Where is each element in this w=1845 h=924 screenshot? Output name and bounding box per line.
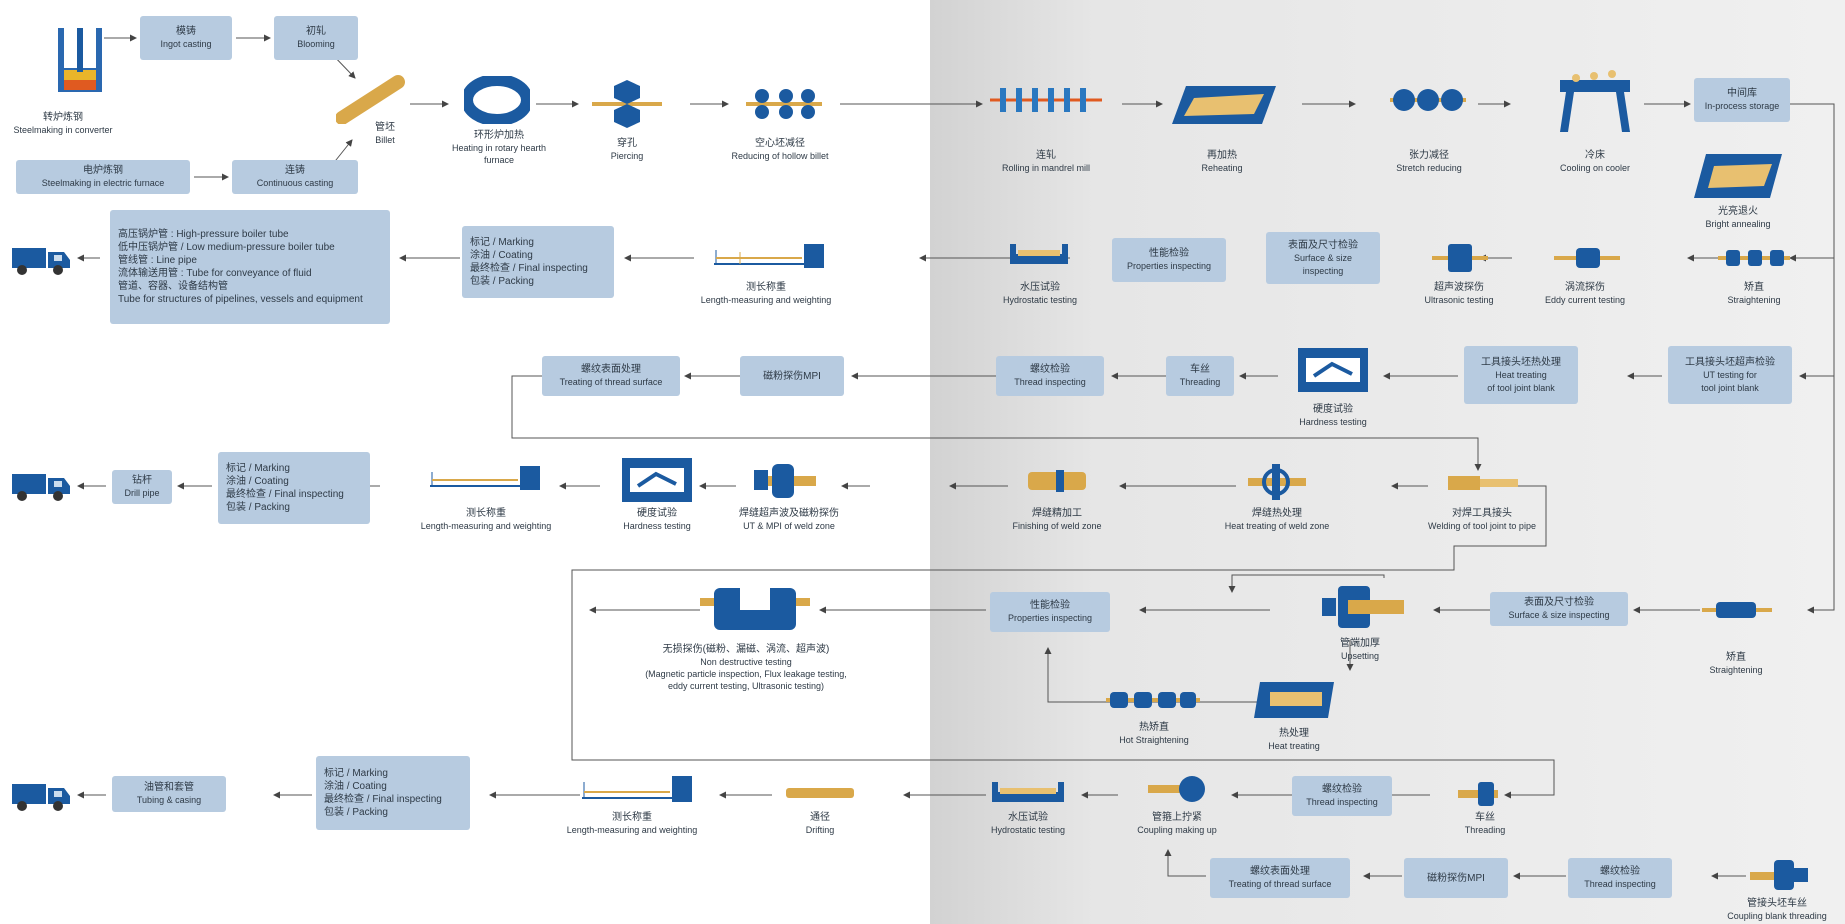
coupling-makeup-icon [1146,774,1208,804]
weld-finishing-icon [1026,468,1088,494]
heat-treat-icon [1254,680,1336,720]
rotary-furnace-icon [461,74,533,126]
mandrel-mill-icon [990,82,1102,118]
hydrostatic-icon [1008,242,1070,268]
box-mpi1: 磁粉探伤MPI [740,356,844,396]
eddy-current-icon [1554,244,1620,272]
truck2-icon [12,468,72,502]
hot-straightening-icon [1106,688,1200,712]
hardness-tester2-icon [620,456,694,504]
stretch-reducing-icon [1390,82,1466,118]
reheating-furnace-icon [1170,84,1278,126]
bright-annealing-icon [1692,152,1784,200]
piercing-icon [592,78,662,128]
length-weighing2-icon [428,464,542,492]
box-mpi2: 磁粉探伤MPI [1404,858,1508,898]
reducing-rolls-icon [746,84,822,124]
straightening-icon [1718,246,1790,270]
coupling-blank-icon [1748,858,1812,892]
threading2-icon [1456,780,1510,808]
straightening2-icon [1702,600,1772,620]
weld-heat-treat-icon [1246,460,1308,500]
truck-icon [12,242,72,276]
shaded-background-panel [930,0,1845,924]
length-weighing3-icon [580,774,694,804]
ut-mpi-weld-icon [752,460,818,500]
tool-joint-weld-icon [1446,470,1520,496]
billet-icon [335,74,406,125]
cooling-bed-icon [1556,66,1634,136]
converter-ladle-icon [50,28,110,108]
truck3-icon [12,778,72,812]
hardness-tester-icon [1296,346,1370,394]
ultrasonic-icon [1432,242,1488,274]
drifting-icon [784,786,856,800]
label-ndt: 无损探伤(磁粉、漏磁、涡流、超声波)Non destructive testin… [645,644,847,691]
ndt-icon [700,586,810,632]
upsetting-icon [1320,584,1406,630]
hydrostatic2-icon [990,780,1066,804]
length-weighing-icon [712,242,826,270]
